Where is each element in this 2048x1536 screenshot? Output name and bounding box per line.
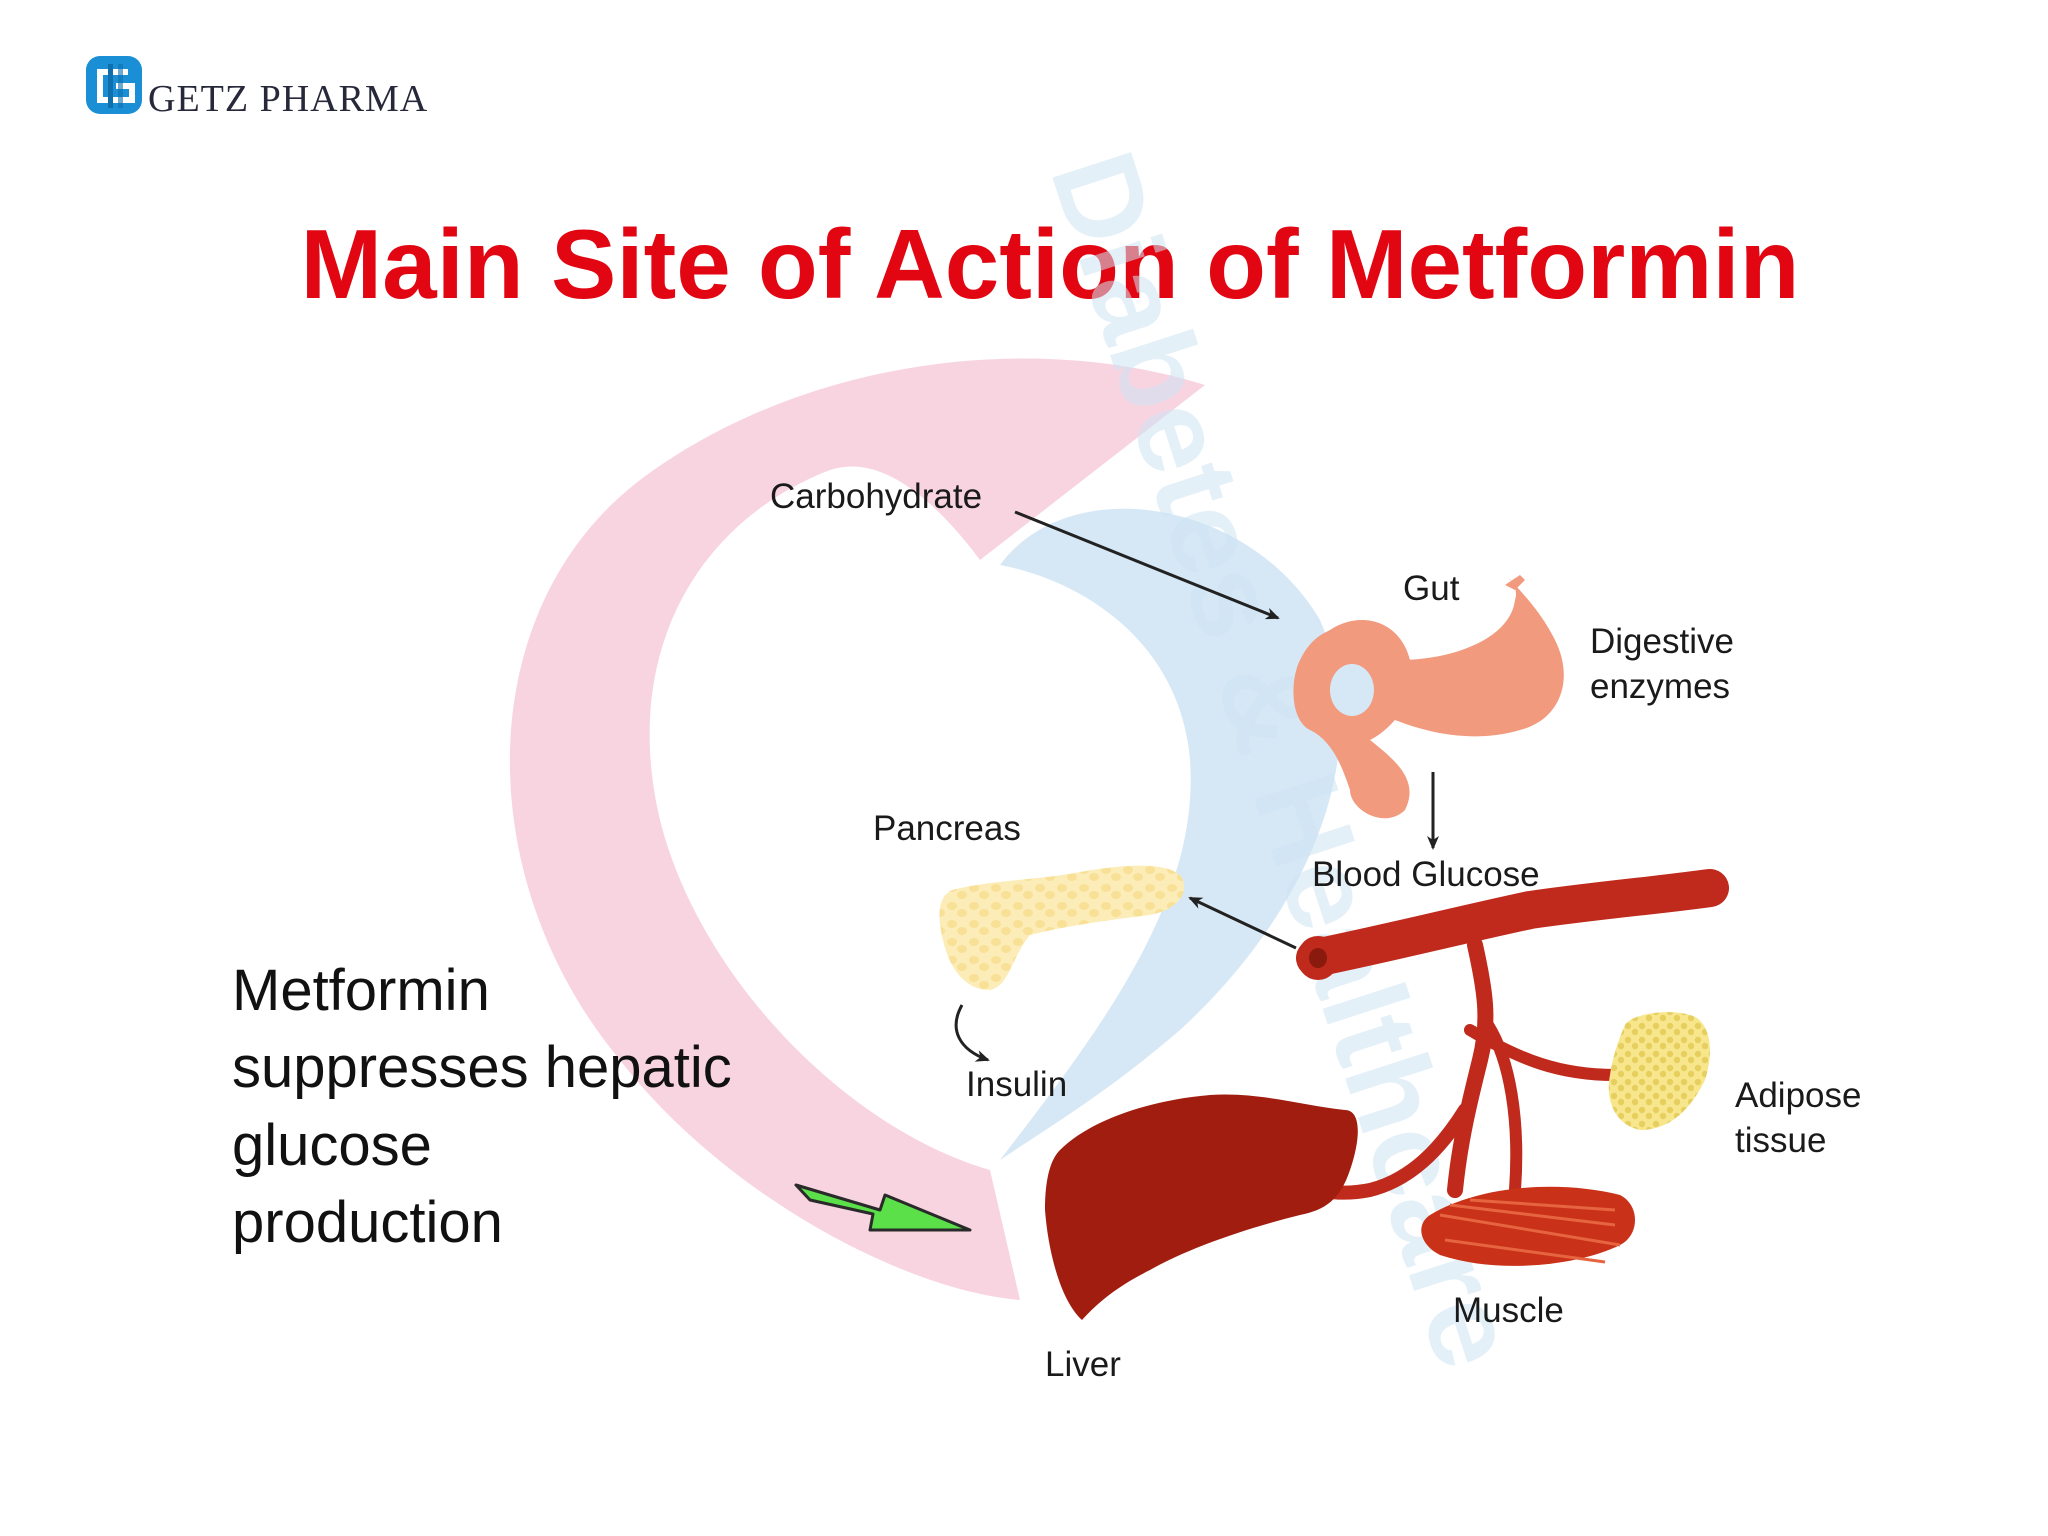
label-carbohydrate: Carbohydrate <box>770 477 982 516</box>
heart-blue-arc <box>1000 508 1341 1160</box>
adipose-tissue-organ <box>1608 1012 1710 1130</box>
side-note-line-2: suppresses hepatic <box>232 1035 732 1100</box>
label-pancreas: Pancreas <box>873 809 1021 848</box>
label-adipose-2: tissue <box>1735 1121 1826 1160</box>
carbohydrate-arrow <box>1014 510 1280 620</box>
heart-pink-arc <box>509 358 1205 1300</box>
label-insulin: Insulin <box>966 1065 1067 1104</box>
label-liver: Liver <box>1045 1345 1121 1384</box>
brand-name: GETZ PHARMA <box>148 78 428 120</box>
page-title: Main Site of Action of Metformin <box>301 209 1800 319</box>
gut-loop-hole <box>1330 664 1374 716</box>
gut-esophagus <box>1505 575 1525 590</box>
label-gut: Gut <box>1403 569 1460 608</box>
heart-background <box>509 358 1341 1300</box>
blood-to-pancreas-arrow <box>1188 896 1297 950</box>
pancreas-organ <box>939 865 1185 990</box>
gut-stomach <box>1395 578 1564 737</box>
vessel-branch-down <box>1447 937 1494 1198</box>
vessel-branch-muscle <box>1482 1019 1523 1196</box>
vessel-branch-adipose <box>1464 1024 1621 1081</box>
side-note-line-3: glucose <box>232 1113 432 1178</box>
diagram-arrows <box>954 510 1439 1062</box>
side-note-line-4: production <box>232 1190 503 1255</box>
green-arrow-icon <box>794 1183 972 1232</box>
diagram-labels: Carbohydrate Gut Digestive enzymes Pancr… <box>770 477 1861 1384</box>
label-adipose-1: Adipose <box>1735 1076 1861 1115</box>
muscle-organ <box>1421 1186 1635 1266</box>
label-digestive-1: Digestive <box>1590 622 1734 661</box>
pancreas-to-insulin-arrow <box>954 1004 990 1062</box>
liver-organ <box>1045 1094 1358 1320</box>
gut-organ <box>1293 575 1564 819</box>
getz-logo-icon <box>86 56 142 114</box>
side-note-line-1: Metformin <box>232 958 490 1023</box>
label-muscle: Muscle <box>1453 1291 1564 1330</box>
brand-logo: GETZ PHARMA <box>86 56 428 120</box>
side-note: Metformin suppresses hepatic glucose pro… <box>232 958 732 1255</box>
gut-intestine <box>1293 620 1412 819</box>
label-blood-glucose: Blood Glucose <box>1312 855 1540 894</box>
main-vessel <box>1296 869 1729 977</box>
label-digestive-2: enzymes <box>1590 667 1730 706</box>
